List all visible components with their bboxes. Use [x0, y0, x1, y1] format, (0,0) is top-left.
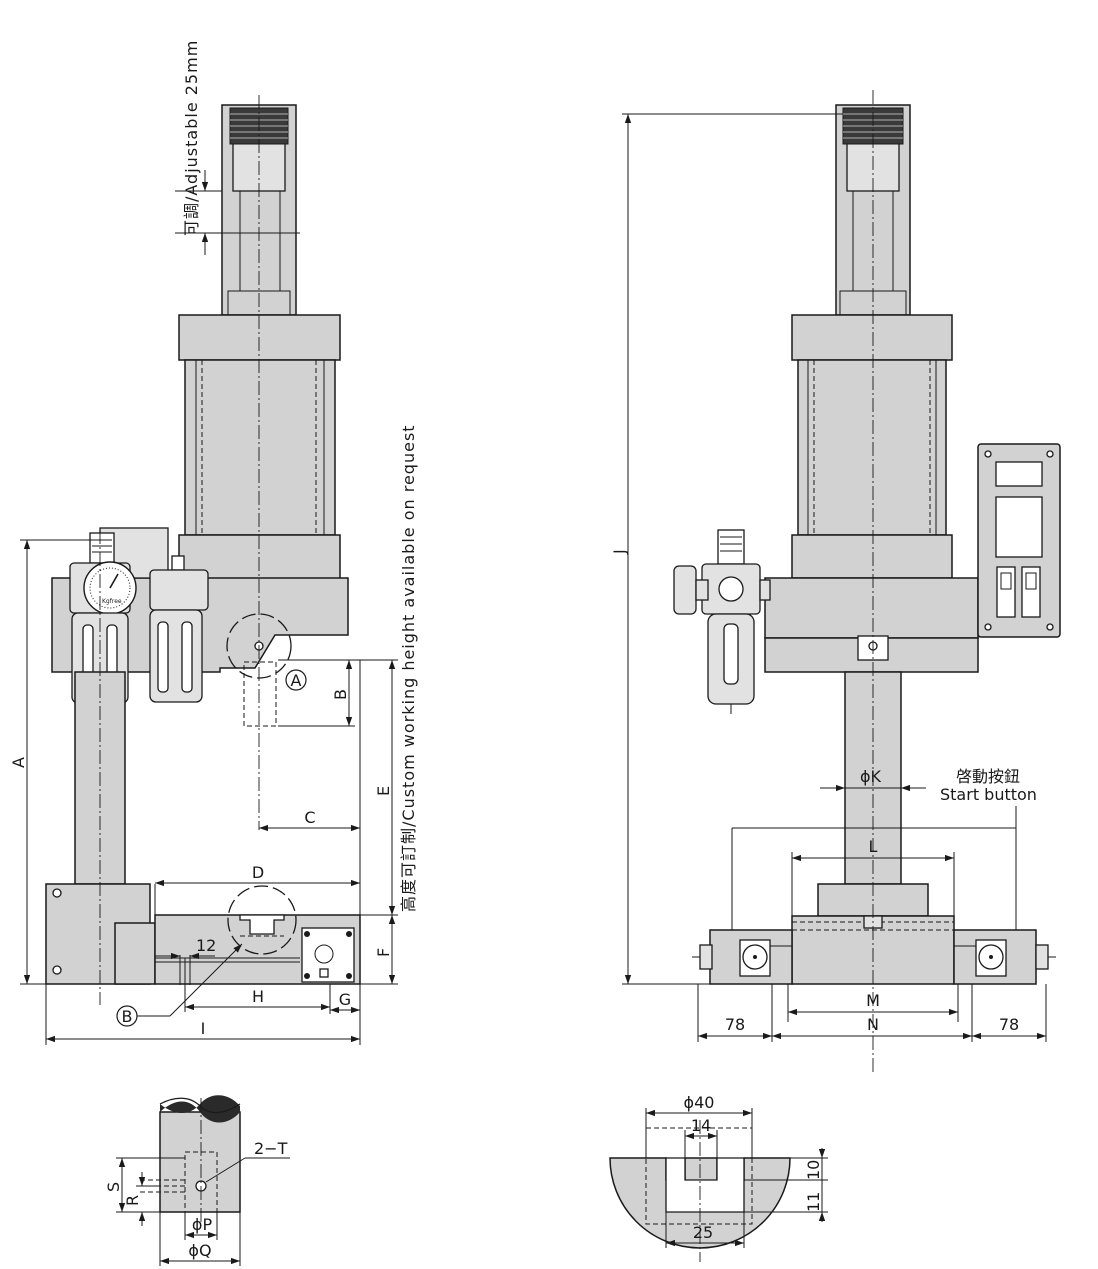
dim-label-10: 10 — [804, 1160, 823, 1180]
dim-label-b: B — [331, 689, 350, 700]
cylinder-top-cap — [178, 314, 341, 361]
dim-label-phiq: ϕQ — [188, 1241, 211, 1260]
adjustable-note: 可調/Adjustable 25mm — [182, 40, 201, 236]
detail-a: 2−T S R ϕP ϕQ — [104, 1095, 290, 1266]
front-air-regulator — [673, 529, 771, 714]
start-button-label-cn: 啓動按鈕 — [956, 767, 1020, 786]
start-button-label-en: Start button — [940, 785, 1037, 804]
air-lubricator-left — [149, 555, 209, 703]
custom-height-note: 高度可訂制/Custom working height available on… — [399, 424, 418, 912]
control-panel — [977, 443, 1061, 638]
detail-b: ϕ40 14 25 10 11 — [609, 1093, 828, 1262]
dim-label-78-right: 78 — [999, 1015, 1019, 1034]
dim-label-g: G — [339, 990, 351, 1009]
dim-label-14: 14 — [691, 1116, 711, 1135]
dim-label-phik: ϕK — [860, 767, 882, 786]
dim-label-e: E — [374, 786, 393, 796]
dim-label-78-left: 78 — [725, 1015, 745, 1034]
dim-label-12: 12 — [196, 936, 216, 955]
front-view: J ϕK 啓動按鈕 Start button L M 78 N 78 — [610, 90, 1061, 1072]
cylinder-body — [184, 359, 336, 536]
dim-label-j: J — [610, 549, 629, 555]
dim-label-f: F — [374, 948, 393, 957]
dim-label-2t: 2−T — [254, 1139, 288, 1158]
dim-label-25: 25 — [693, 1223, 713, 1242]
dim-label-d: D — [252, 863, 264, 882]
start-button-box — [301, 927, 355, 983]
front-cylinder-body — [797, 359, 947, 536]
dim-label-i: I — [201, 1019, 206, 1038]
dim-label-phip: ϕP — [192, 1215, 213, 1234]
front-head — [764, 577, 979, 639]
callout-a: A — [291, 671, 302, 690]
dim-label-h: H — [252, 987, 264, 1006]
dim-label-r: R — [123, 1195, 142, 1206]
side-view: 可調/Adjustable 25mm Kgfree — [9, 40, 418, 1045]
dim-label-s: S — [104, 1182, 123, 1192]
dim-label-a: A — [9, 757, 28, 768]
dim-label-c: C — [304, 808, 315, 827]
dim-label-l: L — [869, 837, 878, 856]
dim-label-n: N — [867, 1015, 879, 1034]
dim-label-11: 11 — [804, 1192, 823, 1212]
gauge-brand: Kgfree — [102, 598, 122, 605]
callout-b: B — [122, 1007, 133, 1026]
base-step — [114, 922, 156, 985]
dim-label-m: M — [866, 991, 880, 1010]
dim-label-phi40: ϕ40 — [684, 1093, 715, 1112]
